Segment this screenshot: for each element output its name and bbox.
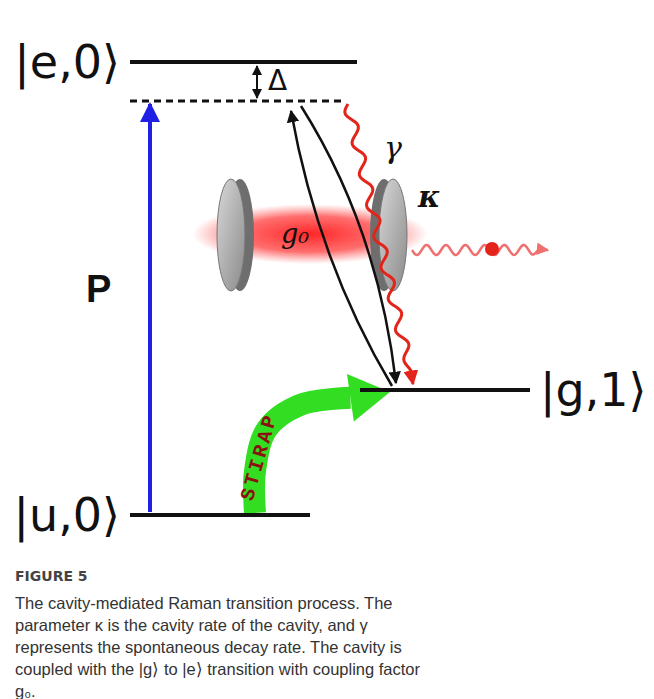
photon-dot [485,242,499,256]
arrow-head [347,374,390,422]
decay-wave [345,104,413,384]
figure-number: FIGURE 5 [15,569,88,583]
cavity-decay-label: κ [418,182,441,212]
state-label: |u,0⟩ [14,492,121,538]
energy-level: |u,0⟩ [130,513,310,517]
edge-label: STIRAP [238,411,282,503]
cavity-mirror [217,179,245,291]
detuning-arrow [256,66,258,98]
cavity-mirror [379,179,407,291]
virtual-level [130,100,345,103]
stirap-arrow [254,374,390,513]
energy-level: |g,1⟩ [360,388,530,392]
figure-caption: The cavity-mediated Raman transition pro… [15,592,435,699]
detuning-label: Δ [268,67,287,95]
pump-arrow [148,104,152,512]
pump-label: P [86,270,111,308]
emission-wave [412,245,548,255]
state-label: |g,1⟩ [540,367,647,413]
coupling-arrow [291,111,392,386]
decay-label: γ [384,133,402,163]
energy-level: |e,0⟩ [130,60,357,64]
coupling-label: g₀ [281,220,309,247]
state-label: |e,0⟩ [14,39,120,85]
